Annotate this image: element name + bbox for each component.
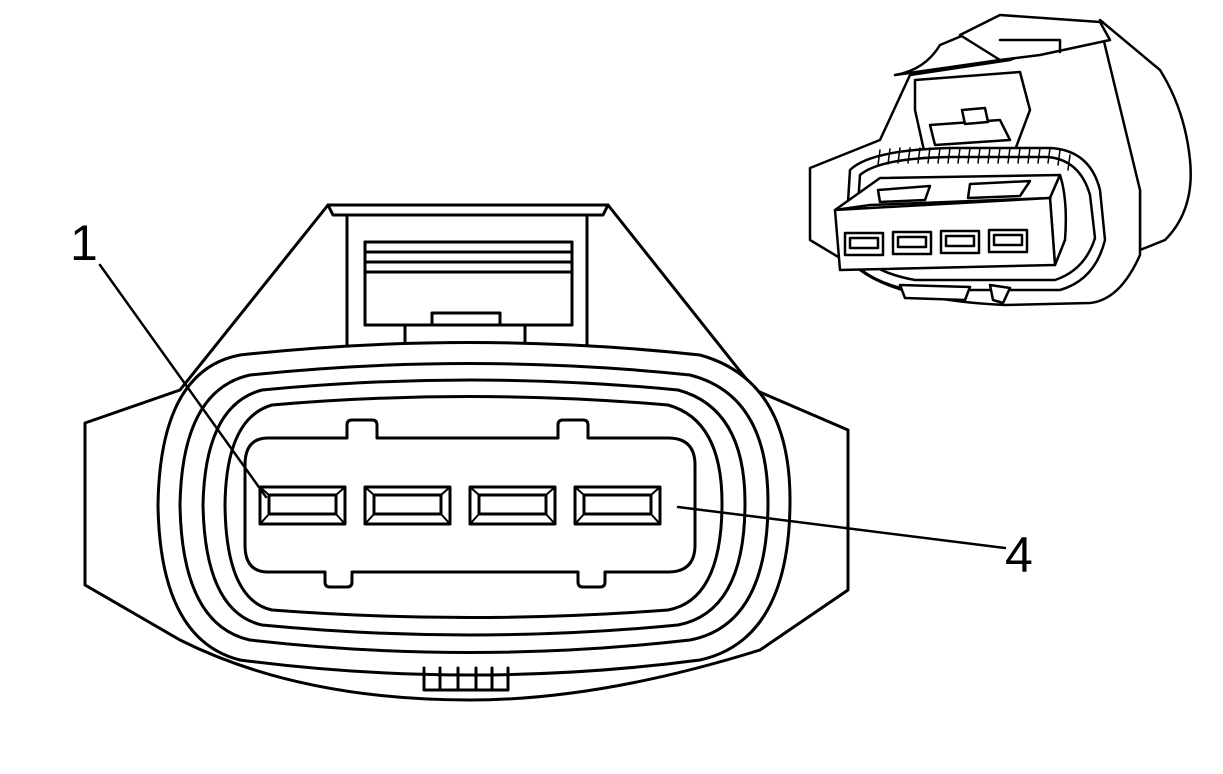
- terminal-pin-cavity: [267, 493, 338, 516]
- terminal-pin-cavity: [582, 493, 653, 516]
- terminal-pin-bevel: [650, 513, 661, 525]
- iso-terminal-pin-2: [891, 230, 933, 256]
- iso-lower-lip: [898, 283, 972, 302]
- iso-terminal-pin-cavity: [992, 233, 1024, 247]
- iso-rear-body: [1098, 18, 1192, 252]
- seal-ring-middle: [178, 362, 770, 654]
- connector-isometric-view: [808, 13, 1192, 307]
- callout-leader-1: [98, 263, 268, 499]
- iso-terminal-pin-4: [987, 228, 1029, 254]
- iso-terminal-pin-cavity: [944, 234, 976, 248]
- terminal-pins: [258, 485, 662, 526]
- terminal-pin-bevel: [574, 513, 585, 525]
- terminal-pin-bevel: [335, 486, 346, 496]
- terminal-pin-2: [363, 485, 452, 526]
- terminal-pin-bevel: [364, 513, 375, 525]
- terminal-pin-cavity: [372, 493, 443, 516]
- iso-seal-ribs: [877, 147, 1071, 171]
- terminal-pin-bevel: [545, 513, 556, 525]
- connector-face-view: [83, 203, 850, 702]
- terminal-pin-1: [258, 485, 347, 526]
- callout-label-1: 1: [70, 215, 98, 271]
- iso-terminal-pin-cavity: [848, 236, 880, 250]
- terminal-pin-bevel: [545, 486, 556, 496]
- bottom-ribs: [422, 666, 510, 692]
- terminal-pin-bevel: [440, 513, 451, 525]
- terminal-pin-bevel: [469, 513, 480, 525]
- terminal-pin-bevel: [440, 486, 451, 496]
- terminal-pin-bevel: [469, 486, 480, 496]
- callouts: 1 4: [70, 215, 1033, 583]
- iso-top-latch: [893, 13, 1112, 157]
- terminal-pin-bevel: [650, 486, 661, 496]
- terminal-pin-3: [468, 485, 557, 526]
- iso-terminal-pin-3: [939, 229, 981, 255]
- iso-terminal-pin-cavity: [896, 235, 928, 249]
- terminal-pin-bevel: [574, 486, 585, 496]
- terminal-pin-bevel: [259, 513, 270, 525]
- terminal-pin-bevel: [364, 486, 375, 496]
- iso-terminal-pin-1: [843, 231, 885, 257]
- locking-tab: [326, 203, 610, 357]
- terminal-pin-cavity: [477, 493, 548, 516]
- callout-label-4: 4: [1005, 527, 1033, 583]
- callout-leader-4: [676, 505, 1007, 550]
- iso-insert-ridges: [876, 179, 1032, 204]
- terminal-pin-4: [573, 485, 662, 526]
- terminal-pin-bevel: [259, 486, 270, 496]
- terminal-pin-bevel: [335, 513, 346, 525]
- seal-ring-inner: [201, 378, 747, 637]
- iso-terminal-pins: [843, 228, 1029, 257]
- seal-ring-innermost: [223, 395, 724, 619]
